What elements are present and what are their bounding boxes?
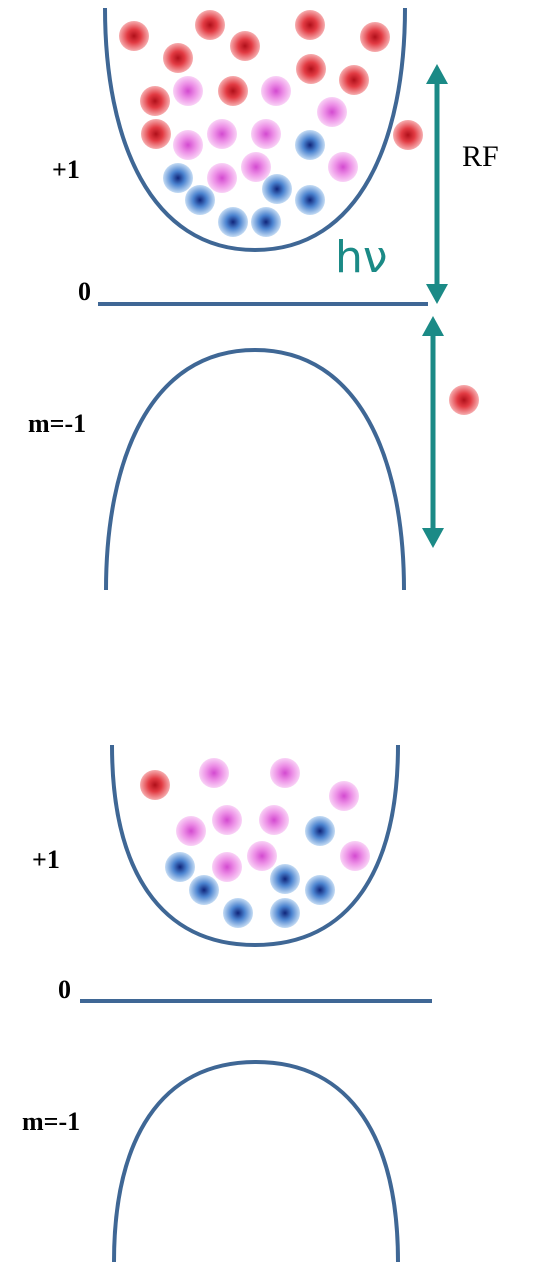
top-label-hv: hν [335,232,387,283]
red-atom-icon [339,65,369,95]
red-atom-icon [141,119,171,149]
red-atom-icon [218,76,248,106]
blue-atom-icon [305,816,335,846]
blue-atom-icon [270,864,300,894]
pink-atom-icon [261,76,291,106]
blue-atom-icon [223,898,253,928]
red-atom-icon [296,54,326,84]
blue-atom-icon [163,163,193,193]
pink-atom-icon [207,119,237,149]
blue-atom-icon [295,185,325,215]
top-label-minus1: m=-1 [28,409,86,438]
red-atom-icon [449,385,479,415]
top-label-rf: RF [462,140,499,173]
red-atom-icon [119,21,149,51]
bottom-label-minus1: m=-1 [22,1107,80,1136]
pink-atom-icon [329,781,359,811]
blue-atom-icon [262,174,292,204]
red-atom-icon [140,86,170,116]
red-atom-icon [295,10,325,40]
top-panel: +1 0 m=-1 RF hν [28,7,499,591]
pink-atom-icon [207,163,237,193]
red-atom-icon [393,120,423,150]
red-atom-icon [360,22,390,52]
top-label-plus1: +1 [52,155,80,184]
top-antitrap-minus1-curve [104,347,406,591]
pink-atom-icon [317,97,347,127]
blue-atom-icon [305,875,335,905]
pink-atom-icon [270,758,300,788]
bottom-label-zero: 0 [58,975,71,1004]
red-atom-icon [230,31,260,61]
bottom-antitrap-minus1-curve [112,1059,400,1263]
double-arrow-icon [422,316,444,548]
blue-atom-icon [185,185,215,215]
blue-atom-icon [165,852,195,882]
pink-atom-icon [212,852,242,882]
blue-atom-icon [251,207,281,237]
blue-atom-icon [189,875,219,905]
bottom-trap-plus1-curve [110,744,400,948]
red-atom-icon [195,10,225,40]
red-atom-icon [163,43,193,73]
top-trap-plus1-curve [103,7,407,253]
bottom-panel: +1 0 m=-1 [22,744,432,1263]
pink-atom-icon [259,805,289,835]
pink-atom-icon [173,130,203,160]
pink-atom-icon [173,76,203,106]
red-atom-icon [140,770,170,800]
pink-atom-icon [251,119,281,149]
pink-atom-icon [241,152,271,182]
pink-atom-icon [328,152,358,182]
blue-atom-icon [270,898,300,928]
pink-atom-icon [340,841,370,871]
double-arrow-icon [426,64,448,304]
pink-atom-icon [212,805,242,835]
pink-atom-icon [247,841,277,871]
pink-atom-icon [199,758,229,788]
blue-atom-icon [295,130,325,160]
pink-atom-icon [176,816,206,846]
bottom-label-plus1: +1 [32,845,60,874]
blue-atom-icon [218,207,248,237]
top-label-zero: 0 [78,277,91,306]
